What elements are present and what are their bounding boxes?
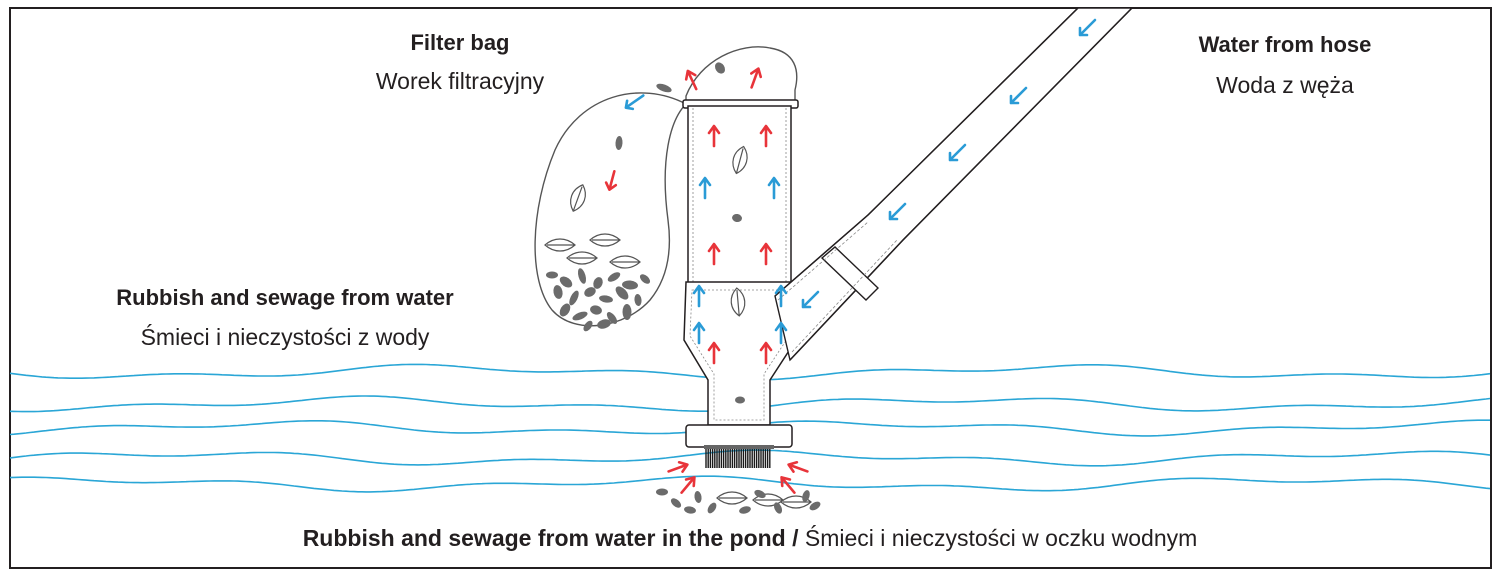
debris-stone — [639, 274, 651, 284]
debris-stone — [583, 320, 593, 332]
debris-stone — [634, 294, 642, 306]
debris-stone — [754, 489, 766, 499]
water-from-hose-title: Water from hose — [1198, 32, 1372, 57]
debris-stone — [773, 502, 783, 514]
water-from-hose-subtitle: Woda z węża — [1216, 72, 1354, 98]
rubbish-title: Rubbish and sewage from water — [116, 285, 454, 310]
debris-stone — [656, 488, 668, 496]
debris-stone — [684, 506, 696, 514]
debris-stone — [577, 268, 587, 284]
debris-stone — [553, 285, 563, 299]
brush — [704, 445, 774, 468]
debris-stone — [615, 136, 623, 150]
debris-stone — [546, 271, 558, 279]
bag-debris — [546, 62, 745, 404]
debris-stone — [735, 396, 745, 404]
debris-stone — [802, 490, 810, 502]
debris-stone — [584, 287, 596, 297]
bottom-caption-pl: Śmieci i nieczystości w oczku wodnym — [804, 525, 1198, 551]
debris-stone — [732, 213, 742, 223]
debris-stone — [622, 280, 638, 290]
debris-stone — [670, 498, 682, 508]
filter-bag — [534, 46, 798, 327]
debris-stone — [809, 501, 821, 511]
bottom-caption-separator: / — [785, 525, 805, 551]
debris-stone — [607, 272, 621, 282]
rubbish-subtitle: Śmieci i nieczystości z wody — [140, 324, 430, 350]
debris-stone — [559, 276, 573, 288]
debris-stone — [593, 277, 603, 289]
debris-stone — [656, 83, 672, 93]
debris-stone — [597, 319, 611, 329]
debris-stone — [739, 506, 751, 514]
debris-stone — [715, 62, 725, 74]
debris-stone — [707, 502, 717, 514]
diagram-frame — [9, 7, 1492, 569]
water-wave-line — [9, 475, 1491, 493]
bottom-caption: Rubbish and sewage from water in the pon… — [0, 527, 1500, 550]
water-hose — [774, 7, 1134, 362]
pond-debris — [656, 488, 821, 514]
debris-stone — [559, 303, 571, 317]
debris-stone — [622, 304, 632, 320]
debris-stone — [590, 305, 602, 315]
debris-stone — [572, 311, 588, 321]
bottom-caption-en: Rubbish and sewage from water in the pon… — [302, 525, 786, 551]
debris-stone — [694, 491, 702, 503]
debris-stone — [615, 286, 629, 300]
debris-stone — [606, 312, 618, 324]
debris-stone — [569, 290, 579, 306]
filter-bag-title: Filter bag — [410, 30, 510, 55]
filter-bag-subtitle: Worek filtracyjny — [375, 68, 545, 94]
debris-stone — [599, 295, 613, 303]
